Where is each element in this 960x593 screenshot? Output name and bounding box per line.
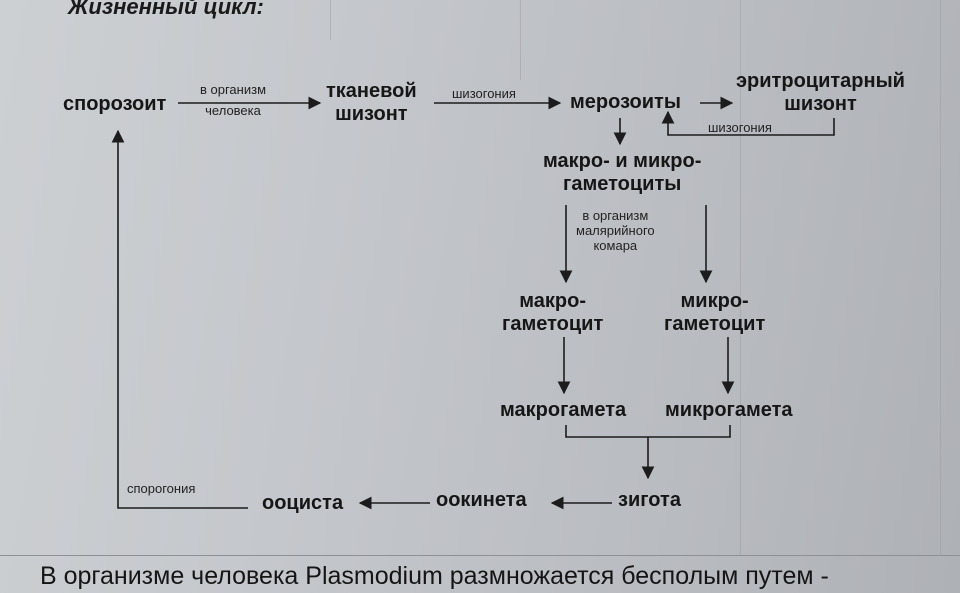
label-in-mosquito-line3: комара (593, 238, 638, 253)
node-microgametocyte: микро- гаметоцит (664, 290, 765, 336)
node-sporozoite: спорозоит (63, 93, 167, 115)
label-in-mosquito-line2: малярийного (576, 223, 655, 238)
node-gametocytes-line2: гаметоциты (563, 173, 682, 195)
arrow-oocyst-to-sporozoite (111, 129, 248, 509)
node-gametocytes-line1: макро- и микро- (543, 150, 702, 172)
bracket-gametes (565, 425, 731, 438)
label-sporogony: спорогония (127, 481, 196, 496)
ghost-line (940, 0, 941, 555)
node-gametocytes: макро- и микро- гаметоциты (543, 150, 701, 196)
ghost-line (740, 0, 741, 555)
node-macrogametocyte: макро- гаметоцит (502, 290, 603, 336)
footer-text: В организме человека Plasmodium размножа… (40, 562, 829, 590)
node-erythrocytic-line1: эритроцитарный (736, 70, 905, 92)
label-schizogony-tissue: шизогония (452, 86, 516, 101)
node-zygote: зигота (618, 489, 681, 511)
node-microgametocyte-line1: микро- (680, 290, 749, 312)
label-in-human-line2: человека (205, 103, 261, 118)
footer-rule (0, 555, 960, 556)
label-schizogony-erythro: шизогония (708, 120, 772, 135)
node-merozoites: мерозоиты (570, 91, 681, 113)
node-oocyst: ооциста (262, 492, 344, 514)
ghost-line (520, 0, 521, 80)
node-microgamete: микрогамета (665, 399, 793, 421)
label-in-human: в организм человека (200, 82, 266, 118)
node-tissue-schizont-line2: шизонт (335, 103, 408, 125)
node-macrogametocyte-line1: макро- (519, 290, 586, 312)
page-title: Жизненный цикл: (68, 0, 264, 19)
label-in-mosquito: в организм малярийного комара (576, 208, 655, 253)
label-in-human-line1: в организм (200, 82, 267, 97)
ghost-line (330, 0, 331, 40)
node-macrogametocyte-line2: гаметоцит (502, 313, 604, 335)
node-tissue-schizont-line1: тканевой (326, 80, 417, 102)
node-tissue-schizont: тканевой шизонт (326, 80, 417, 126)
node-erythrocytic-schizont: эритроцитарный шизонт (736, 70, 905, 116)
label-in-mosquito-line1: в организм (582, 208, 649, 223)
node-ookinete: оокинета (436, 489, 527, 511)
node-erythrocytic-line2: шизонт (784, 93, 857, 115)
node-macrogamete: макрогамета (500, 399, 627, 421)
arrow-erythro-loop (661, 110, 835, 136)
node-microgametocyte-line2: гаметоцит (664, 313, 766, 335)
